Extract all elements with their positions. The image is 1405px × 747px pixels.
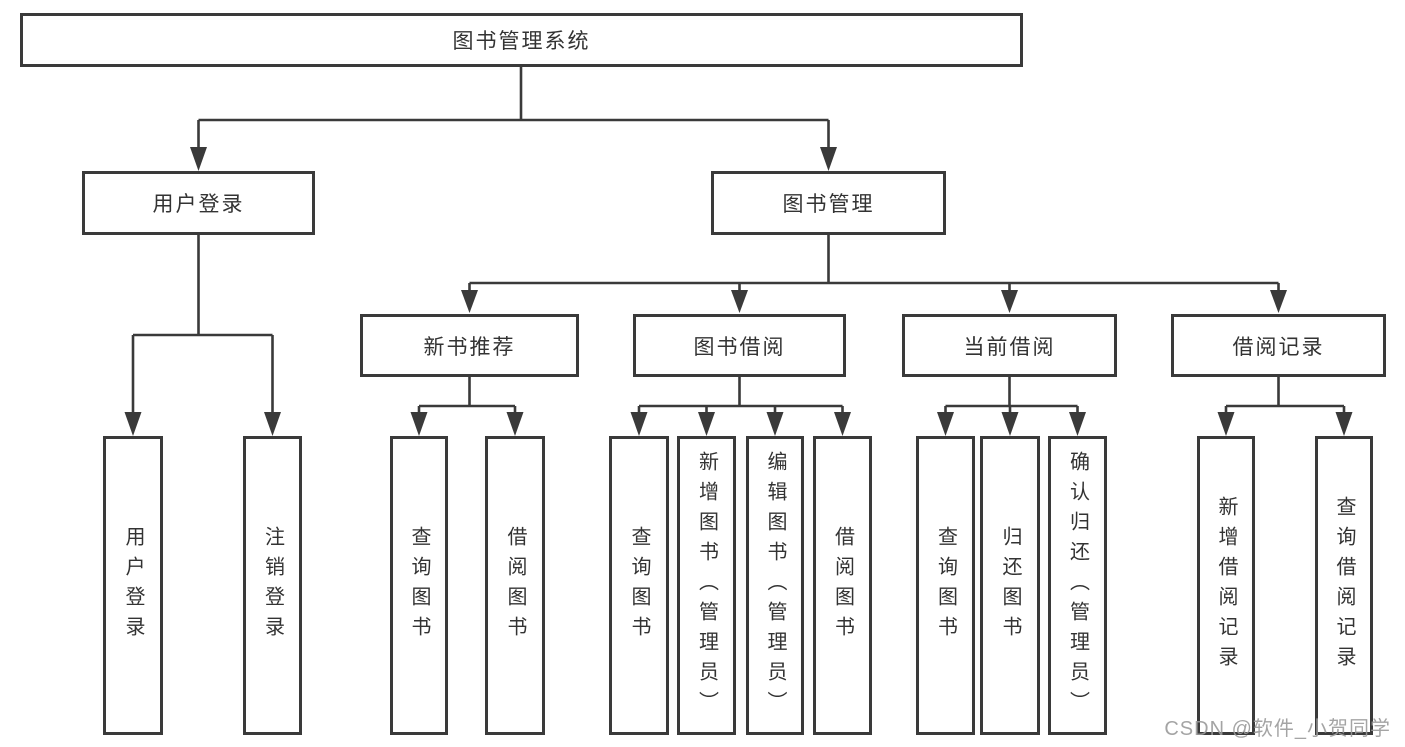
node-book-mgmt: 图书管理 [711, 171, 946, 235]
node-rcd-add-record: 新增借阅记录 [1197, 436, 1255, 735]
arrowhead-current-borrow [1001, 290, 1018, 313]
node-user-login: 用户登录 [82, 171, 315, 235]
arrowhead-rcd-query [1335, 412, 1353, 436]
node-cur-return-books: 归还图书 [980, 436, 1040, 735]
node-book-borrow: 图书借阅 [633, 314, 846, 377]
node-borrow-record: 借阅记录 [1171, 314, 1386, 377]
arrowhead-new-book-rec [461, 290, 478, 313]
edge-new-book-rec-children [417, 377, 517, 414]
node-rec-borrow-books: 借阅图书 [485, 436, 545, 735]
arrowhead-bor-query [630, 412, 648, 436]
arrowhead-user-login [190, 147, 207, 171]
node-leaf-user-login: 用户登录 [103, 436, 163, 735]
node-leaf-logout: 注销登录 [243, 436, 302, 735]
node-cur-confirm-return: 确认归还（管理员） [1048, 436, 1107, 735]
arrowhead-rec-query [410, 412, 428, 436]
node-current-borrow: 当前借阅 [902, 314, 1117, 377]
arrowhead-book-mgmt [820, 147, 837, 171]
arrowhead-cur-return [1001, 412, 1019, 436]
node-cur-query-books: 查询图书 [916, 436, 975, 735]
node-bor-edit-books: 编辑图书（管理员） [746, 436, 804, 735]
arrowhead-bor-add [698, 412, 715, 436]
node-bor-borrow-books: 借阅图书 [813, 436, 872, 735]
node-root-title: 图书管理系统 [20, 13, 1023, 67]
node-new-book-rec: 新书推荐 [360, 314, 579, 377]
arrowhead-cur-confirm [1069, 412, 1086, 436]
edge-user-login-children [131, 235, 274, 414]
arrowhead-cur-query [937, 412, 954, 436]
arrowhead-rcd-add [1217, 412, 1235, 436]
arrowhead-leaf-user-login [124, 412, 142, 436]
edge-book-mgmt-children [468, 235, 1280, 292]
node-bor-query-books: 查询图书 [609, 436, 669, 735]
node-rec-query-books: 查询图书 [390, 436, 448, 735]
edge-current-borrow-children [944, 377, 1079, 414]
arrowhead-bor-edit [766, 412, 784, 436]
edge-root-to-level2 [197, 67, 830, 150]
edge-borrow-record-children [1224, 377, 1346, 414]
node-bor-add-books: 新增图书（管理员） [677, 436, 736, 735]
arrowhead-borrow-record [1270, 290, 1287, 313]
arrowhead-leaf-logout [264, 412, 281, 436]
arrowhead-book-borrow [731, 290, 748, 313]
edge-book-borrow-children [637, 377, 844, 414]
node-rcd-query-record: 查询借阅记录 [1315, 436, 1373, 735]
arrowhead-rec-borrow [506, 412, 524, 436]
arrowhead-bor-borrow [834, 412, 851, 436]
